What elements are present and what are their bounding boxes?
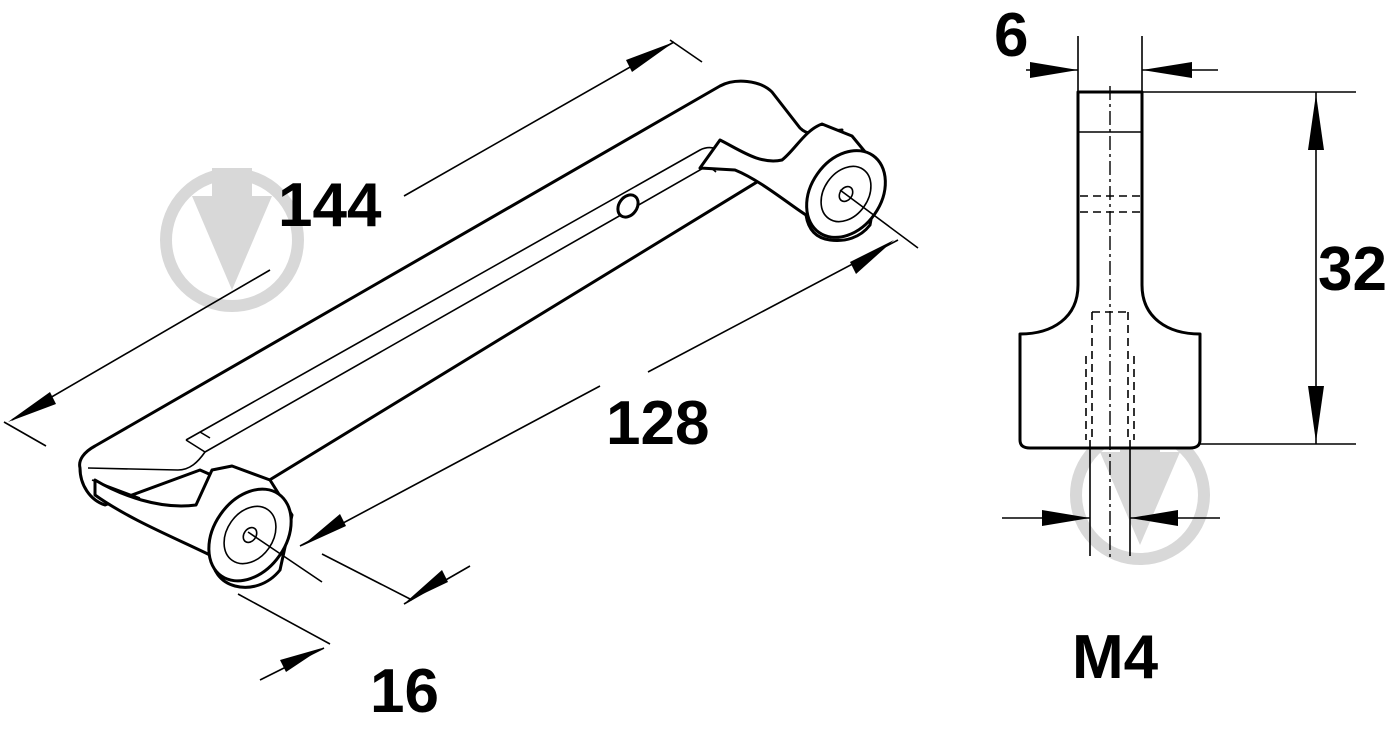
dim-label-16: 16 — [370, 657, 439, 726]
watermark-logo-left — [160, 168, 304, 312]
dimension-16: 16 — [237, 553, 471, 726]
dim-label-m4: M4 — [1072, 623, 1159, 692]
dimension-6: 6 — [994, 1, 1218, 92]
dimension-128: 128 — [299, 239, 899, 547]
dim-label-144: 144 — [278, 171, 382, 240]
dimension-m4: M4 — [1002, 440, 1220, 692]
handle-bar-outer — [78, 79, 844, 507]
set-screw — [616, 193, 640, 219]
dim-label-128: 128 — [606, 389, 709, 458]
dimension-144: 144 — [3, 39, 703, 447]
handle-isometric-view — [78, 79, 919, 589]
dimension-32: 32 — [1142, 91, 1387, 445]
dim-label-32: 32 — [1318, 235, 1387, 304]
dim-label-6: 6 — [994, 1, 1028, 70]
handle-side-view — [1018, 86, 1202, 560]
